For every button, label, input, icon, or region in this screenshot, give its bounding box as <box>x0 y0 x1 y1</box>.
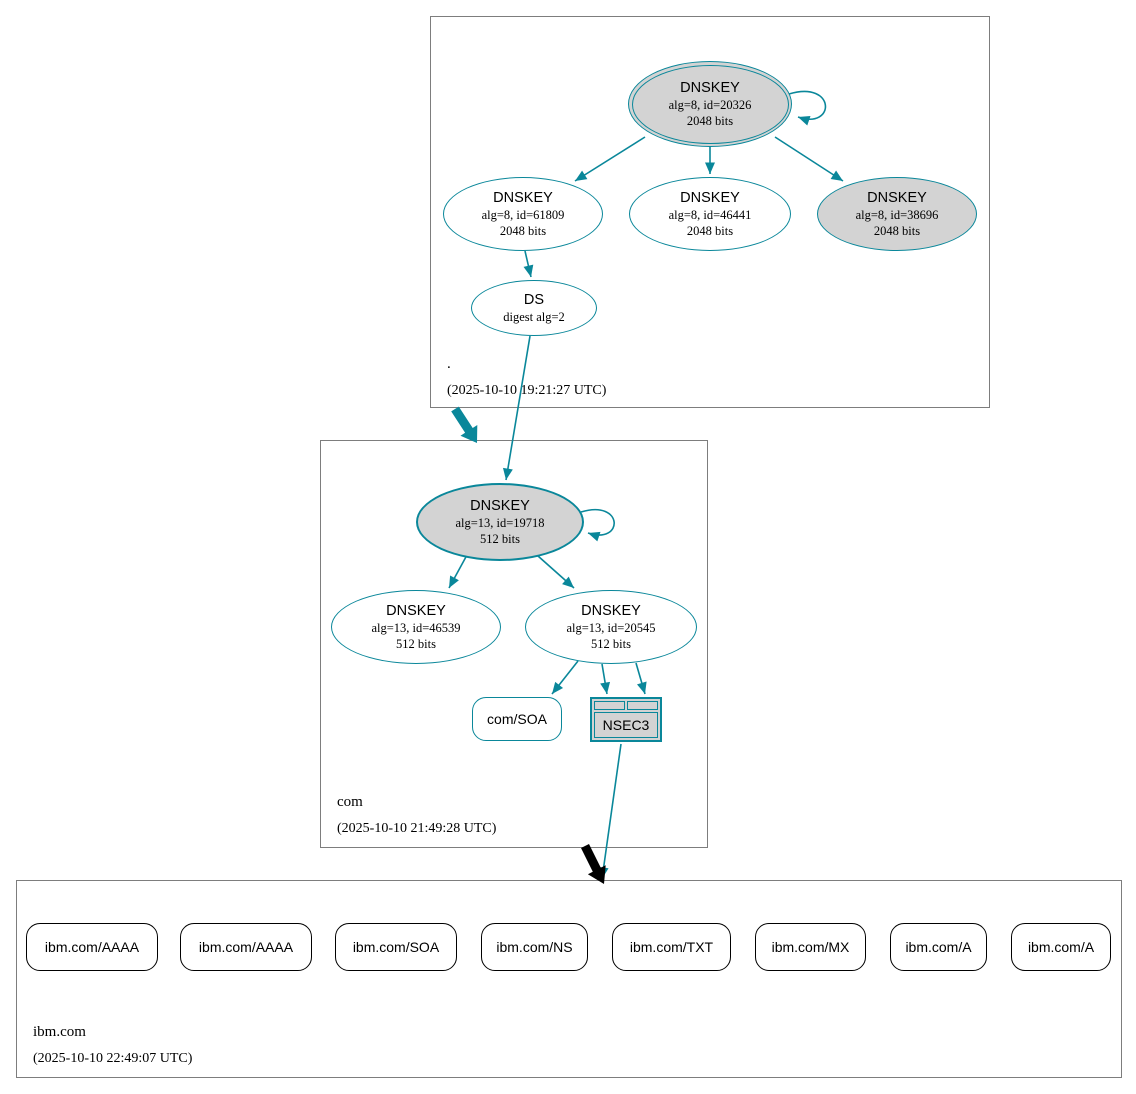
dnskey-title: DNSKEY <box>867 189 927 206</box>
rrset-com-soa[interactable]: com/SOA <box>472 697 562 741</box>
rrset-label: ibm.com/AAAA <box>44 939 140 955</box>
rrset-ibm-aaaa-1[interactable]: ibm.com/AAAA <box>26 923 158 971</box>
rrset-label: ibm.com/AAAA <box>198 939 294 955</box>
edge-delegation-com-to-ibm-insecure <box>581 844 606 884</box>
dnskey-root-zsk-61809[interactable]: DNSKEY alg=8, id=61809 2048 bits <box>443 177 603 251</box>
rrset-label: ibm.com/MX <box>771 939 850 955</box>
dnskey-bits: 512 bits <box>480 532 520 547</box>
dnskey-title: DNSKEY <box>470 497 530 514</box>
nsec3-header-cell <box>594 701 625 710</box>
rrset-label: com/SOA <box>487 711 547 727</box>
dnskey-alg-id: alg=13, id=20545 <box>566 620 656 635</box>
zone-label-ibm: ibm.com <box>33 1024 86 1040</box>
zone-timestamp-root: (2025-10-10 19:21:27 UTC) <box>447 383 607 398</box>
nsec3-header-row <box>594 701 658 710</box>
rrset-label: ibm.com/NS <box>496 939 573 955</box>
zone-label-com: com <box>337 794 363 810</box>
dnskey-bits: 2048 bits <box>686 114 734 129</box>
dnskey-alg-id: alg=8, id=20326 <box>668 97 752 112</box>
rrset-ibm-aaaa-2[interactable]: ibm.com/AAAA <box>180 923 312 971</box>
rrset-label: ibm.com/TXT <box>629 939 714 955</box>
dnskey-bits: 512 bits <box>396 637 436 652</box>
rrset-label: ibm.com/A <box>1027 939 1095 955</box>
rrset-ibm-soa[interactable]: ibm.com/SOA <box>335 923 457 971</box>
dnskey-title: DNSKEY <box>581 602 641 619</box>
dnskey-title: DNSKEY <box>386 602 446 619</box>
dnskey-bits: 2048 bits <box>499 224 547 239</box>
rrset-label: ibm.com/SOA <box>352 939 440 955</box>
dnskey-com-zsk-46539[interactable]: DNSKEY alg=13, id=46539 512 bits <box>331 590 501 664</box>
dnskey-alg-id: alg=8, id=46441 <box>668 207 752 222</box>
dnskey-bits: 512 bits <box>591 637 631 652</box>
dnskey-alg-id: alg=8, id=61809 <box>481 207 565 222</box>
dnskey-title: DNSKEY <box>493 189 553 206</box>
zone-timestamp-com: (2025-10-10 21:49:28 UTC) <box>337 821 497 836</box>
rrset-label: ibm.com/A <box>905 939 972 955</box>
ds-com-digest[interactable]: DS digest alg=2 <box>471 280 597 336</box>
dnskey-title: DNSKEY <box>680 79 740 96</box>
nsec3-header-cell <box>627 701 658 710</box>
edge-delegation-root-to-com <box>451 406 478 443</box>
dnskey-root-zsk-46441[interactable]: DNSKEY alg=8, id=46441 2048 bits <box>629 177 791 251</box>
nsec3-label: NSEC3 <box>594 712 658 738</box>
rrset-ibm-a-2[interactable]: ibm.com/A <box>1011 923 1111 971</box>
rrset-ibm-ns[interactable]: ibm.com/NS <box>481 923 588 971</box>
dnskey-root-zsk-38696[interactable]: DNSKEY alg=8, id=38696 2048 bits <box>817 177 977 251</box>
rrset-ibm-mx[interactable]: ibm.com/MX <box>755 923 866 971</box>
dnskey-alg-id: alg=8, id=38696 <box>855 207 939 222</box>
zone-label-root: . <box>447 356 451 372</box>
rrset-ibm-a-1[interactable]: ibm.com/A <box>890 923 987 971</box>
dnskey-com-ksk-19718[interactable]: DNSKEY alg=13, id=19718 512 bits <box>416 483 584 561</box>
zone-box-ibm <box>16 880 1122 1078</box>
ds-digest-alg: digest alg=2 <box>503 309 565 324</box>
dnskey-alg-id: alg=13, id=19718 <box>455 515 545 530</box>
dnskey-bits: 2048 bits <box>873 224 921 239</box>
rrset-ibm-txt[interactable]: ibm.com/TXT <box>612 923 731 971</box>
zone-box-root <box>430 16 990 408</box>
dnskey-com-zsk-20545[interactable]: DNSKEY alg=13, id=20545 512 bits <box>525 590 697 664</box>
nsec3-node[interactable]: NSEC3 <box>590 697 662 742</box>
dnskey-alg-id: alg=13, id=46539 <box>371 620 461 635</box>
ds-title: DS <box>523 291 545 308</box>
dnskey-bits: 2048 bits <box>686 224 734 239</box>
zone-timestamp-ibm: (2025-10-10 22:49:07 UTC) <box>33 1051 193 1066</box>
dnskey-title: DNSKEY <box>680 189 740 206</box>
dnskey-root-ksk-20326[interactable]: DNSKEY alg=8, id=20326 2048 bits <box>628 61 792 147</box>
